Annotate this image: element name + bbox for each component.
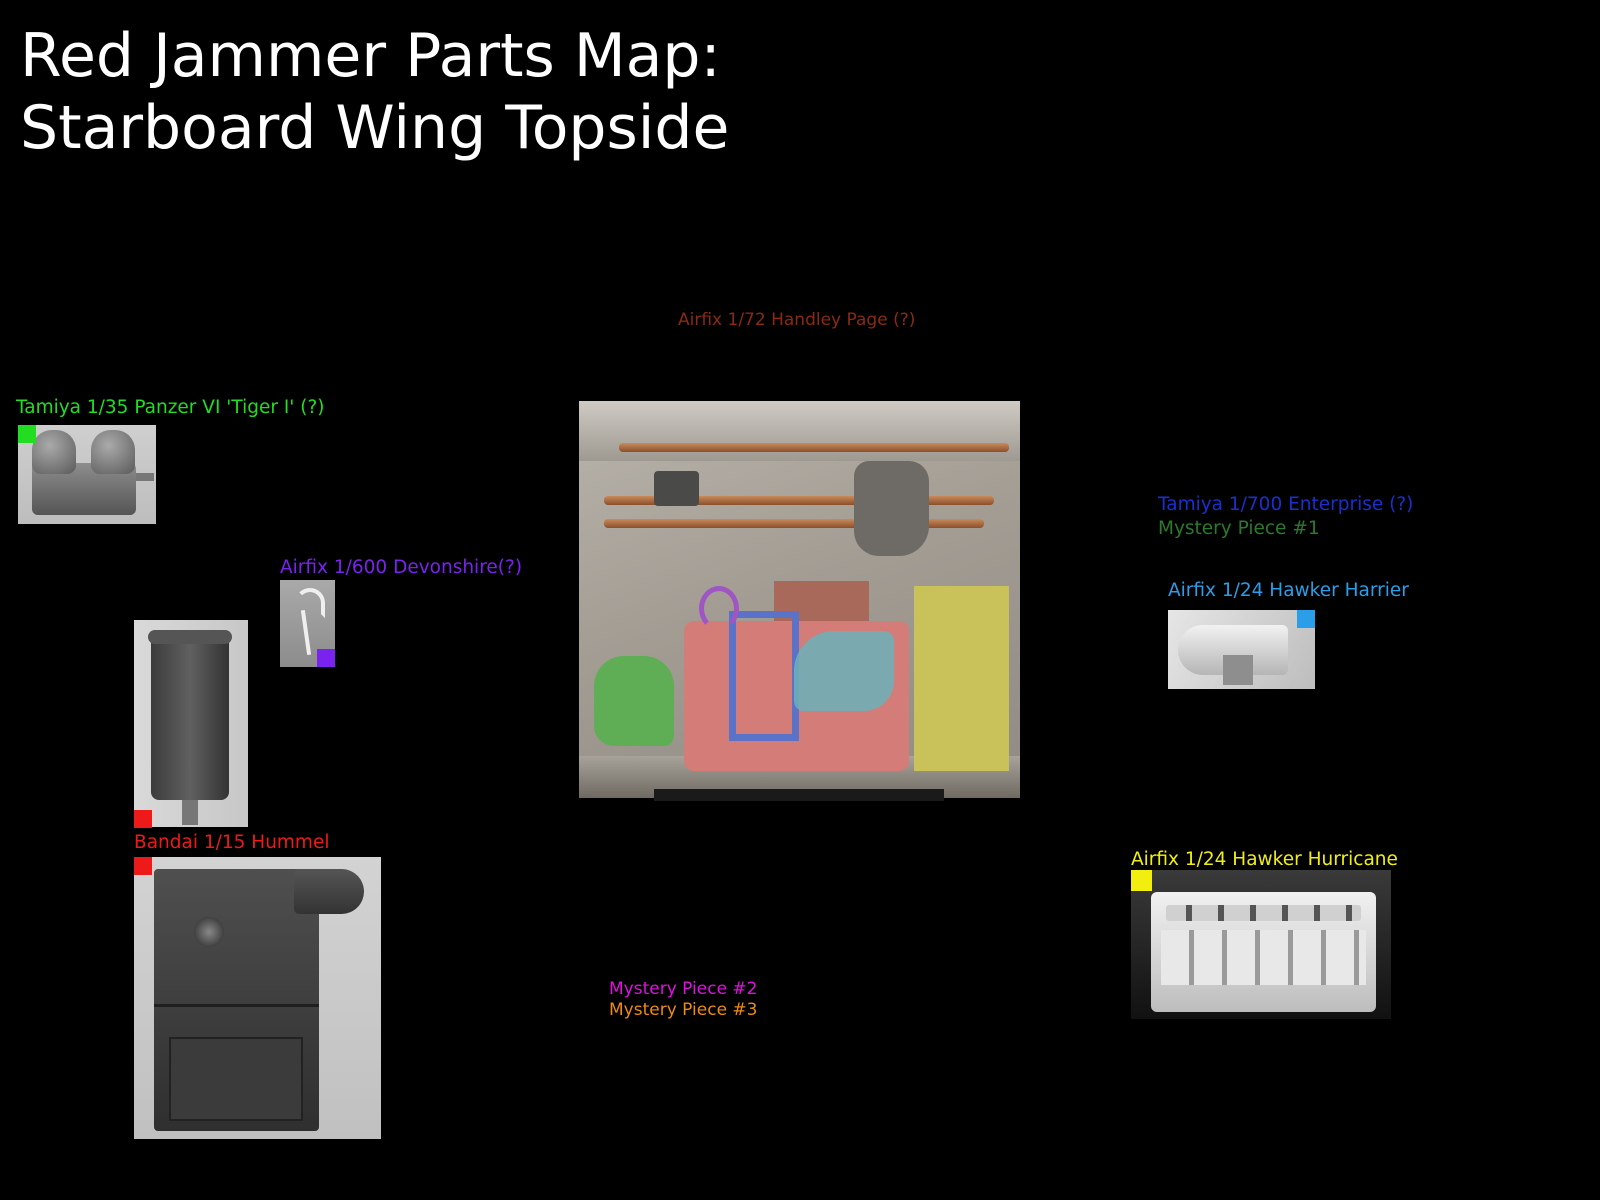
title-line-2: Starboard Wing Topside (20, 93, 730, 163)
color-swatch-green (18, 425, 36, 443)
hook-part (295, 588, 325, 618)
label-mystery-1: Mystery Piece #1 (1158, 518, 1320, 539)
color-swatch-yellow (1131, 870, 1152, 891)
hurricane-part-ports (1166, 905, 1361, 921)
harrier-part-photo (1168, 610, 1315, 689)
cyan-highlight-part (794, 631, 894, 711)
canister-part-rim (148, 630, 232, 644)
label-hummel: Bandai 1/15 Hummel (134, 832, 330, 853)
copper-rod-2 (604, 496, 994, 505)
label-tiger: Tamiya 1/35 Panzer VI 'Tiger I' (?) (16, 397, 325, 418)
color-swatch-red (134, 857, 152, 875)
label-enterprise: Tamiya 1/700 Enterprise (?) (1158, 494, 1414, 515)
label-handley-page: Airfix 1/72 Handley Page (?) (678, 310, 916, 330)
clamp-part (654, 471, 699, 506)
hummel-part-knob (194, 917, 224, 947)
copper-rod-3 (604, 519, 984, 528)
hurricane-part-ribs (1161, 930, 1366, 985)
main-model-photo (579, 401, 1020, 801)
label-harrier: Airfix 1/24 Hawker Harrier (1168, 580, 1409, 601)
title-line-1: Red Jammer Parts Map: (20, 21, 721, 91)
canister-part-photo (134, 620, 248, 827)
hurricane-part-photo (1131, 870, 1391, 1019)
grey-lump-part (854, 461, 929, 556)
color-swatch-purple (317, 649, 335, 667)
label-devonshire: Airfix 1/600 Devonshire(?) (280, 557, 523, 578)
color-swatch-red (134, 810, 152, 828)
dark-slot (654, 789, 944, 801)
copper-rod-1 (619, 443, 1009, 452)
wing-frame-top (579, 401, 1020, 461)
label-mystery-2: Mystery Piece #2 (609, 979, 758, 999)
hummel-part-seam (154, 1004, 319, 1007)
canister-part-body (151, 635, 229, 800)
purple-highlight-part (699, 586, 739, 631)
hummel-part-panel (169, 1037, 303, 1121)
label-hurricane: Airfix 1/24 Hawker Hurricane (1131, 849, 1398, 870)
yellow-highlight-part (914, 586, 1009, 771)
color-swatch-light-blue (1297, 610, 1315, 628)
tiger-part-dome (91, 430, 135, 474)
page-title: Red Jammer Parts Map: Starboard Wing Top… (20, 20, 729, 164)
blue-highlight-part (729, 611, 799, 741)
harrier-part-notch (1223, 655, 1253, 685)
hummel-part-arm (294, 869, 364, 914)
tiger-part-pin (136, 473, 154, 481)
tiger-part-dome (32, 430, 76, 474)
label-mystery-3: Mystery Piece #3 (609, 1000, 758, 1020)
canister-part-stem (182, 800, 198, 825)
tiger-part-photo (18, 425, 156, 524)
green-highlight-part (594, 656, 674, 746)
hummel-part-photo (134, 857, 381, 1139)
